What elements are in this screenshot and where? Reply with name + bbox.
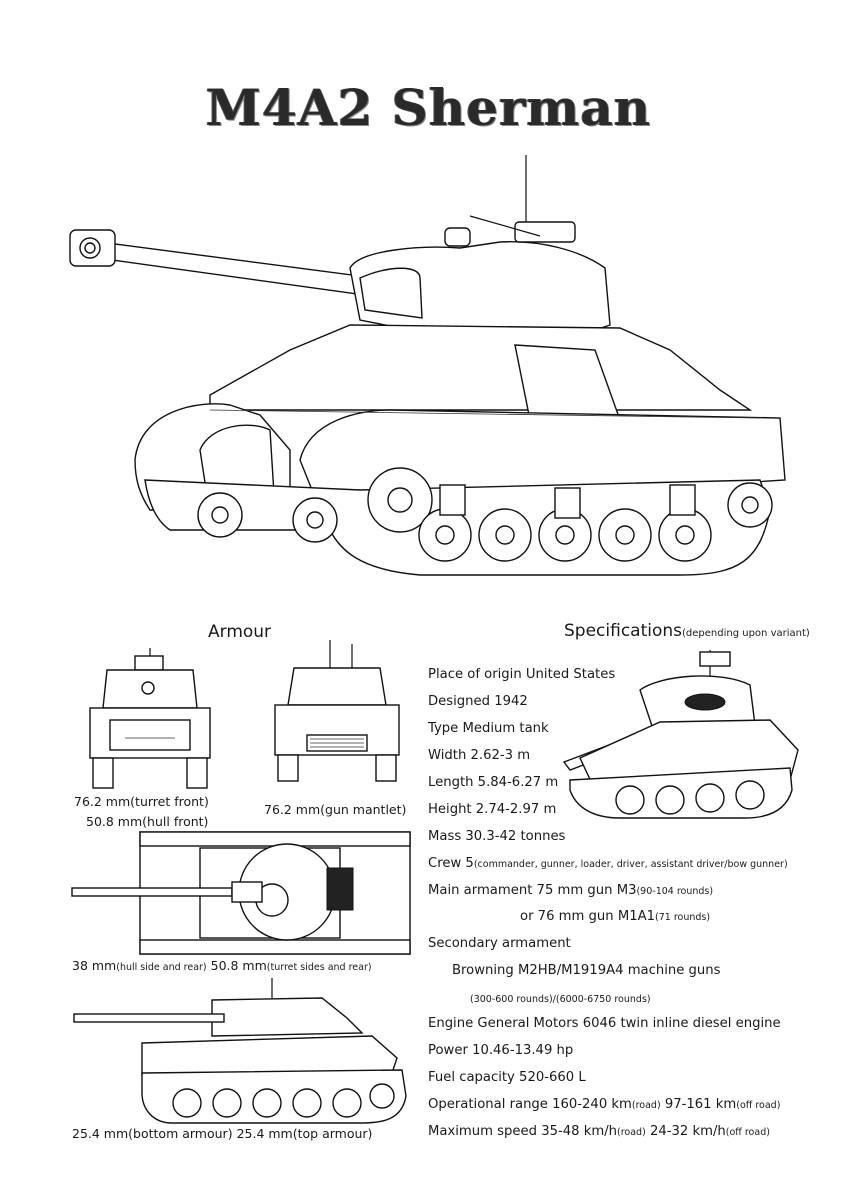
spec-row-crew: Crew 5(commander, gunner, loader, driver… (428, 856, 788, 871)
spec-row-designed: Designed 1942 (428, 694, 528, 709)
spec-row-machine-guns: Browning M2HB/M1919A4 machine guns (452, 963, 721, 978)
mantlet-armour-caption: 76.2 mm(gun mantlet) (264, 802, 407, 817)
spec-row-mass: Mass 30.3-42 tonnes (428, 829, 566, 844)
spec-row-engine: Engine General Motors 6046 twin inline d… (428, 1016, 781, 1031)
spec-row-fuel-capacity: Fuel capacity 520-660 L (428, 1070, 586, 1085)
specifications-heading: Specifications(depending upon variant) (564, 621, 810, 641)
spec-row-operational-range: Operational range 160-240 km(road) 97-16… (428, 1097, 781, 1112)
top-view-illustration (71, 831, 411, 955)
spec-row-main-armament-alt: or 76 mm gun M1A1(71 rounds) (520, 909, 711, 924)
front-armour-caption-line2: 50.8 mm(hull front) (86, 814, 209, 829)
spec-row-place-of-origin: Place of origin United States (428, 667, 616, 682)
spec-row-machine-gun-rounds: (300-600 rounds)/(6000-6750 rounds) (470, 994, 651, 1005)
top-armour-caption: 38 mm(hull side and rear) 50.8 mm(turret… (72, 958, 372, 973)
spec-row-power: Power 10.46-13.49 hp (428, 1043, 574, 1058)
side-armour-caption: 25.4 mm(bottom armour) 25.4 mm(top armou… (72, 1126, 373, 1141)
spec-row-height: Height 2.74-2.97 m (428, 802, 557, 817)
spec-row-width: Width 2.62-3 m (428, 748, 531, 763)
spec-row-main-armament: Main armament 75 mm gun M3(90-104 rounds… (428, 883, 714, 898)
main-tank-illustration (69, 155, 786, 576)
poster-title: M4A2 Sherman (205, 78, 652, 137)
spec-tank-illustration (562, 650, 799, 819)
front-view-illustration (89, 648, 211, 789)
front-armour-caption-line1: 76.2 mm(turret front) (74, 794, 209, 809)
rear-view-illustration (274, 640, 400, 782)
spec-row-type: Type Medium tank (428, 721, 549, 736)
spec-row-maximum-speed: Maximum speed 35-48 km/h(road) 24-32 km/… (428, 1124, 770, 1139)
armour-heading: Armour (208, 622, 272, 642)
spec-row-secondary-armament: Secondary armament (428, 936, 571, 951)
spec-row-length: Length 5.84-6.27 m (428, 775, 559, 790)
side-view-illustration (73, 978, 407, 1124)
